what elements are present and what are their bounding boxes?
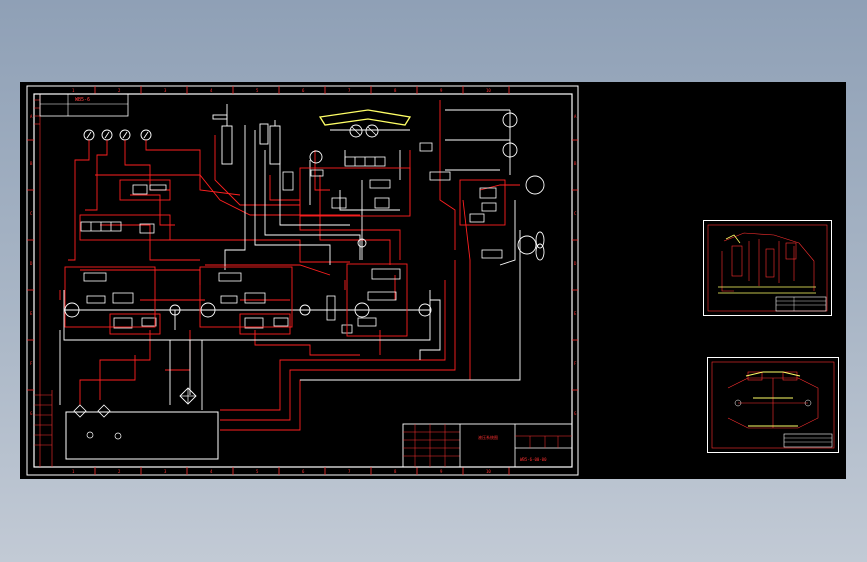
grid-number-top: 10: [486, 88, 491, 93]
title-block: 液压系统图 WB5-6-00-00: [402, 423, 573, 468]
manifold-boundaries: [64, 167, 506, 337]
grid-number-bottom: 3: [164, 469, 167, 474]
grid-letter: F: [30, 361, 33, 366]
grid-number-top: 8: [394, 88, 397, 93]
grid-number-top: 1: [72, 88, 75, 93]
grid-number-bottom: 9: [440, 469, 443, 474]
grid-number-top: 9: [440, 88, 443, 93]
grid-number-bottom: 8: [394, 469, 397, 474]
grid-letter: B: [30, 161, 33, 166]
title-block-title: 液压系统图: [478, 434, 498, 440]
grid-number-top: 3: [164, 88, 167, 93]
grid-number-bottom: 10: [486, 469, 491, 474]
grid-letter: D: [30, 261, 33, 266]
grid-number-bottom: 1: [72, 469, 75, 474]
pressure-lines: [59, 100, 520, 431]
highlighted-actuator: [318, 109, 412, 138]
grid-letter: B: [574, 161, 577, 166]
thumbnail-2-drawing: [711, 361, 835, 449]
grid-number-bottom: 5: [256, 469, 259, 474]
grid-letter: A: [30, 114, 33, 119]
oil-tank: [65, 387, 219, 460]
grid-number-bottom: 4: [210, 469, 213, 474]
grid-letter: G: [30, 411, 33, 416]
grid-number-top: 7: [348, 88, 351, 93]
pumps-and-motors: [64, 112, 545, 318]
pressure-gauges: [83, 129, 152, 141]
title-block-number: WB5-6-00-00: [520, 457, 547, 462]
grid-letter: A: [574, 114, 577, 119]
grid-number-top: 2: [118, 88, 121, 93]
grid-number-top: 4: [210, 88, 213, 93]
valve-symbols: [80, 142, 503, 334]
drawing-code-box: WB5-6: [39, 93, 129, 117]
sheet-outer-border: [26, 85, 579, 476]
grid-number-bottom: 2: [118, 469, 121, 474]
thumbnail-1-drawing: [707, 224, 828, 312]
grid-number-top: 5: [256, 88, 259, 93]
left-revision-strip: [34, 94, 53, 467]
grid-letter: F: [574, 361, 577, 366]
hydraulic-cylinders: [212, 104, 281, 165]
grid-number-bottom: 6: [302, 469, 305, 474]
thumbnail-sheet-1[interactable]: [703, 220, 832, 316]
return-lines: [59, 109, 521, 410]
thumbnail-sheet-2[interactable]: [707, 357, 839, 453]
grid-letter: E: [30, 311, 33, 316]
cooler-fan: [535, 231, 545, 261]
grid-letter: E: [574, 311, 577, 316]
grid-letter: D: [574, 261, 577, 266]
grid-letter: C: [30, 211, 33, 216]
grid-number-bottom: 7: [348, 469, 351, 474]
drawing-code-label: WB5-6: [75, 97, 90, 103]
grid-letter: C: [574, 211, 577, 216]
grid-marks: [27, 86, 578, 475]
grid-number-top: 6: [302, 88, 305, 93]
grid-letter: G: [574, 411, 577, 416]
sheet-inner-border: [33, 93, 573, 468]
